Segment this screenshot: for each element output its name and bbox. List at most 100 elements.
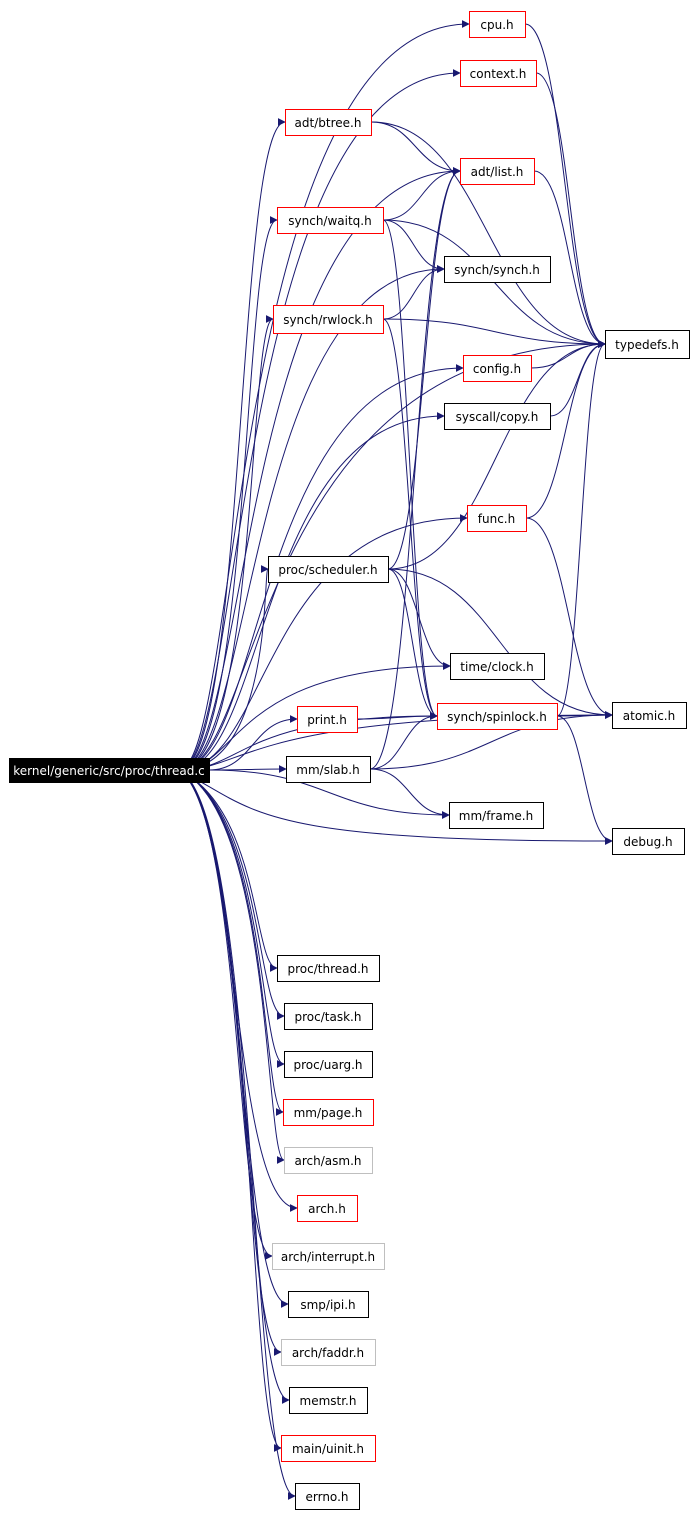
- node-ipi-box: [288, 1291, 369, 1318]
- node-page-label: mm/page.h: [294, 1106, 363, 1120]
- node-atomic[interactable]: atomic.h: [612, 702, 687, 729]
- node-slab[interactable]: mm/slab.h: [286, 756, 371, 783]
- node-asm[interactable]: arch/asm.h: [284, 1147, 373, 1174]
- node-frame-label: mm/frame.h: [459, 809, 533, 823]
- node-page[interactable]: mm/page.h: [283, 1099, 374, 1126]
- edge-func-to-typedefs: [525, 340, 606, 519]
- edge-root-to-print: [208, 715, 298, 771]
- node-func-label: func.h: [478, 512, 515, 526]
- node-waitq-label: synch/waitq.h: [288, 214, 371, 228]
- node-list-label: adt/list.h: [471, 165, 524, 179]
- node-ptask-label: proc/task.h: [295, 1010, 362, 1024]
- node-synch-label: synch/synch.h: [454, 263, 540, 277]
- edge-slab-to-frame: [369, 768, 450, 819]
- edge-root-to-waitq: [178, 216, 278, 771]
- node-frame-box: [449, 802, 544, 829]
- node-copy[interactable]: syscall/copy.h: [444, 403, 551, 430]
- node-arch[interactable]: arch.h: [297, 1195, 358, 1222]
- node-arch-box: [297, 1195, 358, 1222]
- edge-spinlock-to-typedefs: [556, 340, 606, 717]
- node-asm-label: arch/asm.h: [295, 1154, 362, 1168]
- node-clock-label: time/clock.h: [460, 660, 533, 674]
- node-root-label: kernel/generic/src/proc/thread.c: [13, 764, 204, 778]
- edge-root-to-uinit: [178, 769, 282, 1452]
- edge-root-to-interrupt: [178, 769, 273, 1260]
- node-btree[interactable]: adt/btree.h: [285, 109, 372, 136]
- edge-cpu-to-typedefs: [524, 23, 606, 348]
- edge-root-to-context: [178, 69, 461, 771]
- node-btree-label: adt/btree.h: [295, 116, 362, 130]
- node-rwlock-label: synch/rwlock.h: [283, 313, 373, 327]
- node-config[interactable]: config.h: [463, 355, 532, 382]
- edge-root-to-rwlock: [178, 315, 274, 771]
- edge-root-to-scheduler: [178, 565, 269, 771]
- edge-root-to-arch: [178, 769, 298, 1212]
- node-scheduler-box: [268, 556, 389, 583]
- node-synch-box: [444, 256, 551, 283]
- node-print[interactable]: print.h: [297, 706, 358, 733]
- node-uinit-box: [281, 1435, 376, 1462]
- node-interrupt-label: arch/interrupt.h: [281, 1250, 375, 1264]
- node-spinlock[interactable]: synch/spinlock.h: [437, 703, 558, 730]
- edge-root-to-list: [178, 167, 461, 771]
- edge-btree-to-typedefs: [370, 121, 606, 348]
- node-func-box: [467, 505, 527, 532]
- node-frame[interactable]: mm/frame.h: [449, 802, 544, 829]
- node-spinlock-label: synch/spinlock.h: [447, 710, 547, 724]
- node-typedefs[interactable]: typedefs.h: [605, 330, 690, 359]
- node-synch[interactable]: synch/synch.h: [444, 256, 551, 283]
- node-root[interactable]: kernel/generic/src/proc/thread.c: [9, 758, 210, 783]
- edge-root-to-page: [178, 769, 284, 1116]
- node-uinit[interactable]: main/uinit.h: [281, 1435, 376, 1462]
- edge-root-to-ptask: [178, 769, 285, 1020]
- node-cpu-box: [469, 11, 526, 38]
- node-btree-box: [285, 109, 372, 136]
- node-ptask-box: [284, 1003, 373, 1030]
- edge-root-to-frame: [208, 769, 450, 819]
- node-errno[interactable]: errno.h: [295, 1483, 360, 1510]
- nodes-layer: kernel/generic/src/proc/thread.c cpu.h con…: [9, 11, 690, 1510]
- node-waitq[interactable]: synch/waitq.h: [277, 207, 384, 234]
- edge-root-to-memstr: [178, 769, 290, 1404]
- edge-waitq-to-list: [382, 167, 461, 221]
- edge-root-to-faddr: [178, 769, 282, 1356]
- node-pthread[interactable]: proc/thread.h: [277, 955, 380, 982]
- node-faddr[interactable]: arch/faddr.h: [281, 1339, 376, 1366]
- node-clock-box: [450, 653, 545, 680]
- edge-rwlock-to-spinlock: [382, 318, 438, 720]
- node-list[interactable]: adt/list.h: [460, 158, 535, 185]
- edge-context-to-typedefs: [535, 72, 606, 348]
- node-cpu[interactable]: cpu.h: [469, 11, 526, 38]
- node-ipi[interactable]: smp/ipi.h: [288, 1291, 369, 1318]
- node-debug-box: [612, 828, 685, 855]
- node-clock[interactable]: time/clock.h: [450, 653, 545, 680]
- node-debug-label: debug.h: [623, 835, 672, 849]
- edge-root-to-synch: [178, 265, 445, 771]
- node-ptask[interactable]: proc/task.h: [284, 1003, 373, 1030]
- node-faddr-box: [281, 1339, 376, 1366]
- node-func[interactable]: func.h: [467, 505, 527, 532]
- edge-root-to-asm: [178, 769, 285, 1164]
- edge-spinlock-to-debug: [556, 715, 613, 845]
- node-arch-label: arch.h: [308, 1202, 346, 1216]
- node-debug[interactable]: debug.h: [612, 828, 685, 855]
- edge-slab-to-list: [369, 167, 461, 770]
- node-slab-box: [286, 756, 371, 783]
- node-scheduler[interactable]: proc/scheduler.h: [268, 556, 389, 583]
- node-memstr[interactable]: memstr.h: [289, 1387, 368, 1414]
- node-typedefs-label: typedefs.h: [615, 338, 679, 352]
- edge-scheduler-to-list: [387, 167, 461, 570]
- node-rwlock[interactable]: synch/rwlock.h: [273, 305, 384, 334]
- edge-root-to-pthread: [178, 769, 278, 972]
- node-puarg[interactable]: proc/uarg.h: [284, 1051, 373, 1078]
- node-pthread-label: proc/thread.h: [287, 962, 368, 976]
- node-asm-box: [284, 1147, 373, 1174]
- node-print-label: print.h: [307, 713, 347, 727]
- node-interrupt[interactable]: arch/interrupt.h: [272, 1243, 385, 1270]
- edge-root-to-debug: [178, 769, 613, 845]
- node-copy-label: syscall/copy.h: [456, 410, 539, 424]
- node-context[interactable]: context.h: [460, 60, 537, 87]
- edge-slab-to-atomic: [369, 711, 613, 770]
- node-config-label: config.h: [473, 362, 521, 376]
